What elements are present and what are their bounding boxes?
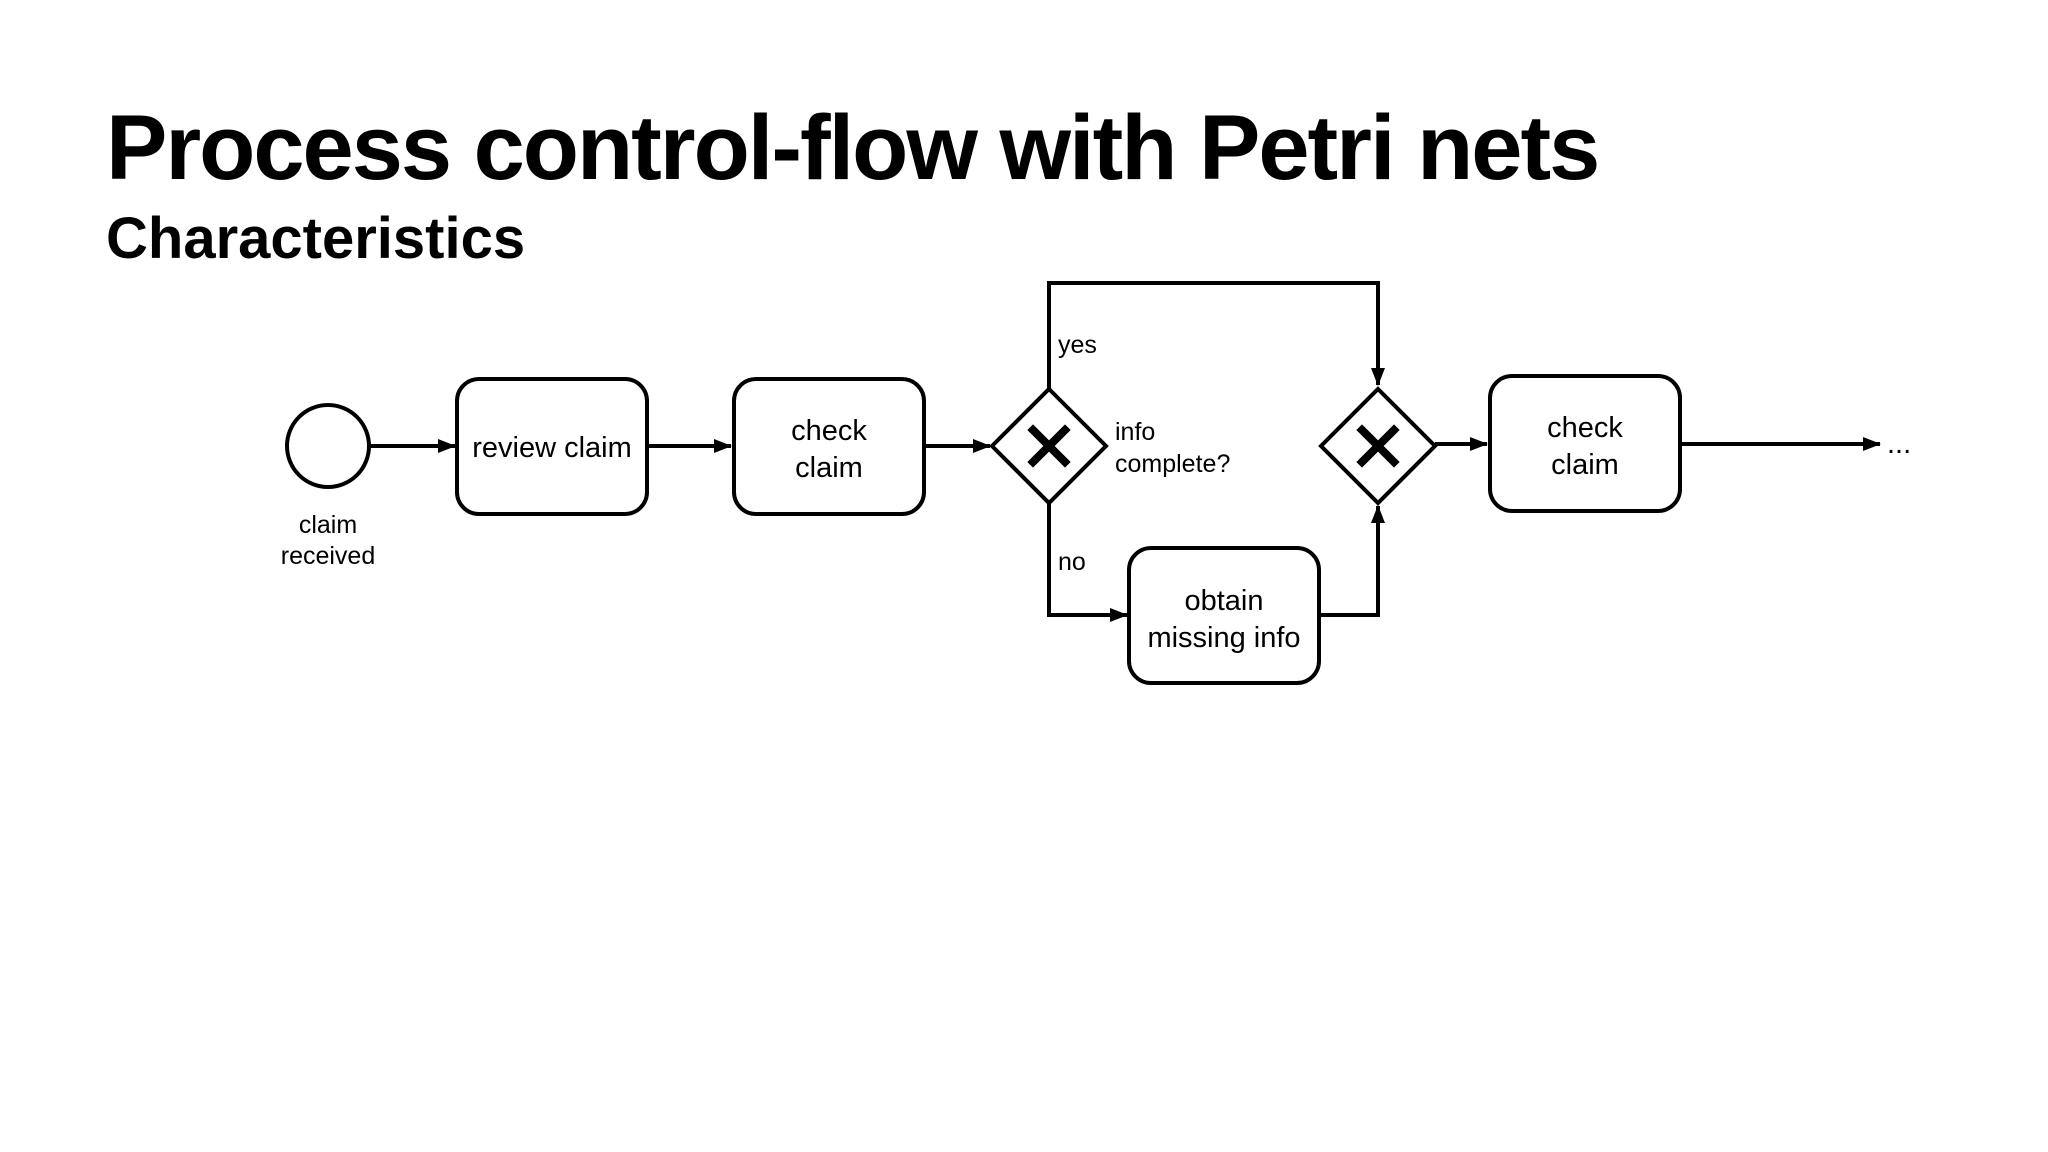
start-event-circle xyxy=(285,403,371,489)
gateway-split-label-line2: complete? xyxy=(1115,450,1230,478)
continuation-ellipsis: ... xyxy=(1887,428,1911,460)
gateway-split-label-line1: info xyxy=(1115,418,1155,446)
flow-yes-label: yes xyxy=(1058,331,1097,359)
flow-no-branch xyxy=(1047,503,1128,622)
task-check-claim-1-label-line1: check xyxy=(791,415,867,447)
task-check-claim-2-label-line2: claim xyxy=(1551,449,1619,481)
task-review-claim-label: review claim xyxy=(472,432,632,464)
start-event-label-line1: claim xyxy=(299,511,357,539)
task-check-claim-1-label-line2: claim xyxy=(795,452,863,484)
flow-no-label: no xyxy=(1058,548,1086,576)
task-obtain-info-label-line2: missing info xyxy=(1147,622,1300,654)
slide-subtitle: Characteristics xyxy=(106,206,526,271)
slide-title: Process control-flow with Petri nets xyxy=(106,97,1600,199)
task-obtain-info-label-line1: obtain xyxy=(1184,585,1263,617)
task-check-claim-2-label-line1: check xyxy=(1547,412,1623,444)
gateway-join-x-icon xyxy=(1356,424,1400,468)
gateway-split-x-icon xyxy=(1027,424,1071,468)
flow-yes-branch xyxy=(1047,281,1385,389)
flow-obtain-to-join xyxy=(1319,505,1385,617)
start-event-label-line2: received xyxy=(281,542,376,570)
